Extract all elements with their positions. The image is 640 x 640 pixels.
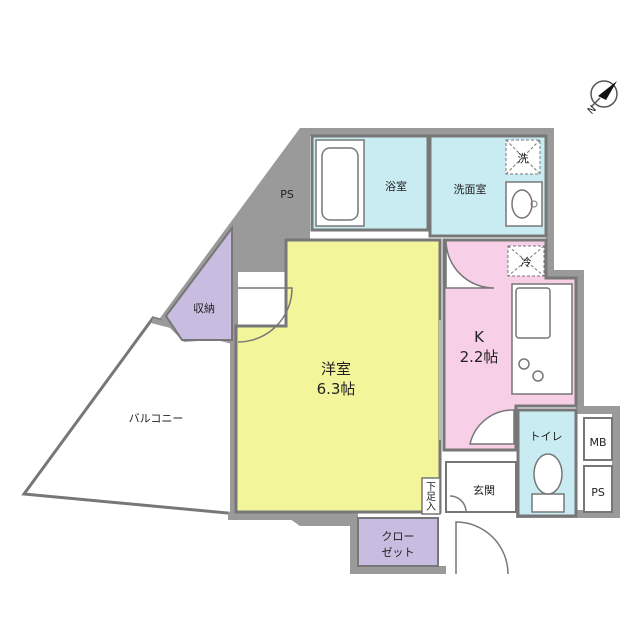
stove-burner	[518, 358, 530, 370]
western-room	[234, 238, 442, 514]
label-ps-top: PS	[280, 188, 294, 201]
label-entrance: 玄関	[473, 483, 495, 497]
closet	[357, 517, 439, 567]
ps-box-bottom	[583, 465, 613, 513]
north-arrow-icon	[590, 80, 618, 108]
label-shoe-box-3: 入	[426, 502, 436, 513]
label-shoe-box-1: 下	[426, 482, 436, 493]
label-balcony: バルコニー	[129, 412, 184, 425]
label-washroom: 洗面室	[454, 182, 487, 196]
label-shoe-box-2: 足	[426, 491, 436, 503]
label-western-room-name: 洋室	[321, 360, 351, 378]
label-toilet: トイレ	[530, 430, 563, 443]
label-closet-2: ゼット	[382, 546, 415, 559]
mb-box	[583, 417, 613, 461]
label-mb: MB	[589, 436, 606, 449]
stove-burner	[532, 370, 544, 382]
entrance	[445, 461, 517, 513]
label-ps-bottom: PS	[591, 486, 605, 499]
door-swings	[237, 239, 515, 575]
kitchen-counter	[511, 283, 573, 395]
storage-room	[164, 225, 233, 341]
label-closet-1: クロー	[382, 530, 415, 543]
label-kitchen-size: 2.2帖	[460, 348, 499, 366]
bathtub	[315, 139, 365, 227]
toilet-bowl	[533, 453, 563, 495]
label-storage: 収納	[193, 302, 215, 315]
label-washer: 洗	[518, 152, 529, 165]
label-western-room-size: 6.3帖	[317, 380, 356, 398]
label-bathroom: 浴室	[385, 179, 407, 193]
label-fridge: 冷	[521, 256, 532, 269]
shoe-box	[421, 477, 441, 515]
label-kitchen-name: K	[474, 328, 485, 346]
